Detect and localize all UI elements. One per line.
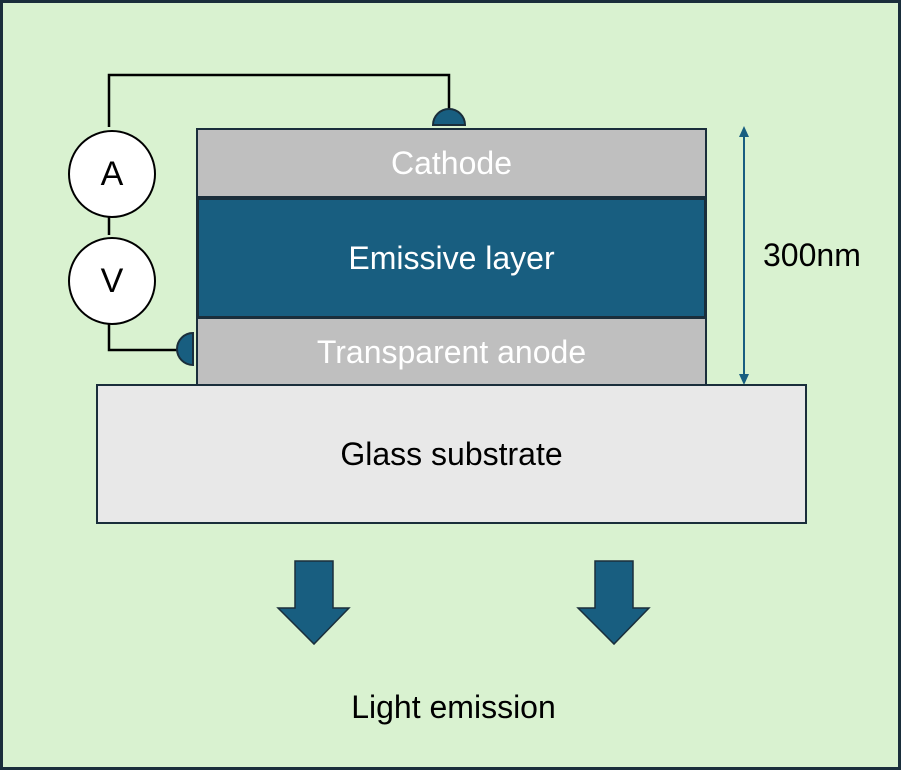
emission-arrow-left (276, 560, 351, 646)
voltmeter-label: V (100, 261, 124, 300)
cathode-contact (431, 108, 467, 126)
circuit-wire-top (107, 73, 451, 127)
cathode-layer: Cathode (196, 128, 707, 198)
emission-arrow-right (576, 560, 651, 646)
wiring-and-arrows (107, 73, 749, 646)
emissive-label: Emissive layer (348, 239, 555, 276)
light-emission-label: Light emission (351, 689, 556, 725)
circuit-wire-bottom (107, 323, 185, 352)
voltmeter: V (68, 237, 156, 325)
ammeter-label: A (100, 154, 124, 193)
substrate-label: Glass substrate (340, 435, 563, 472)
cathode-label: Cathode (391, 144, 512, 181)
thickness-label: 300nm (763, 237, 861, 273)
glass-substrate: Glass substrate (96, 384, 807, 524)
emissive-layer: Emissive layer (196, 197, 707, 319)
anode-label: Transparent anode (316, 333, 587, 370)
ammeter: A (68, 130, 156, 218)
anode-contact (176, 331, 194, 367)
thickness-arrow (739, 126, 749, 385)
anode-layer: Transparent anode (196, 317, 707, 387)
